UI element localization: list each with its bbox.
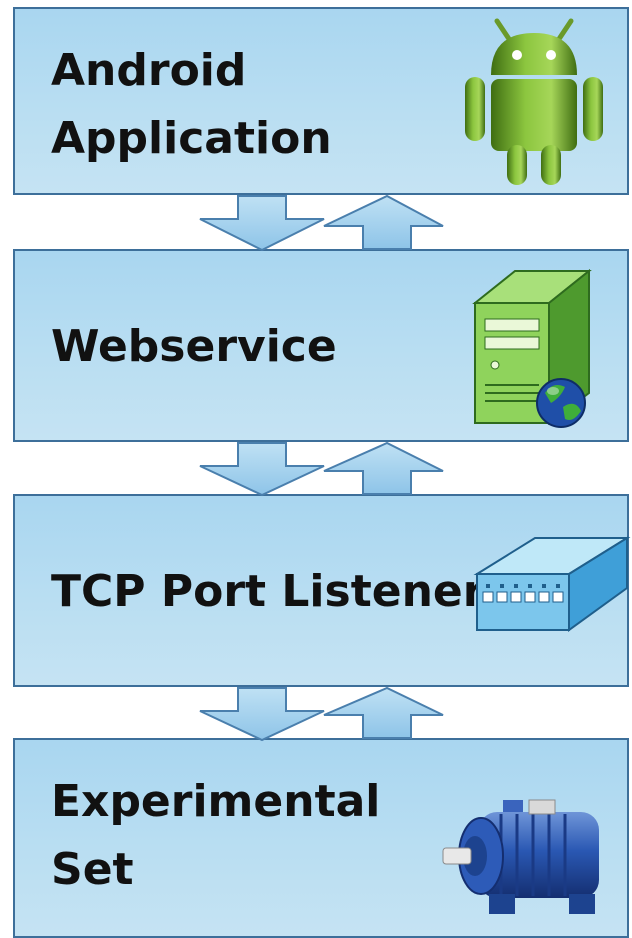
down-arrow bbox=[199, 442, 325, 497]
layer-label: Android Application bbox=[51, 45, 332, 164]
layer-label: TCP Port Listener bbox=[51, 566, 485, 617]
up-arrow bbox=[323, 686, 444, 739]
down-arrow bbox=[199, 687, 325, 742]
web-server-icon bbox=[472, 268, 592, 428]
layer-android-application: Android Application bbox=[13, 7, 629, 195]
network-switch-icon bbox=[473, 536, 631, 632]
layer-webservice: Webservice bbox=[13, 249, 629, 442]
up-arrow bbox=[323, 441, 444, 495]
layer-experimental-set: Experimental Set bbox=[13, 738, 629, 938]
layer-label: Webservice bbox=[51, 321, 337, 372]
up-arrow bbox=[323, 194, 444, 250]
layer-tcp-port-listener: TCP Port Listener bbox=[13, 494, 631, 687]
layer-label: Experimental Set bbox=[51, 776, 381, 895]
electric-motor-icon bbox=[442, 799, 599, 914]
android-robot-icon bbox=[465, 18, 603, 185]
down-arrow bbox=[199, 195, 325, 252]
